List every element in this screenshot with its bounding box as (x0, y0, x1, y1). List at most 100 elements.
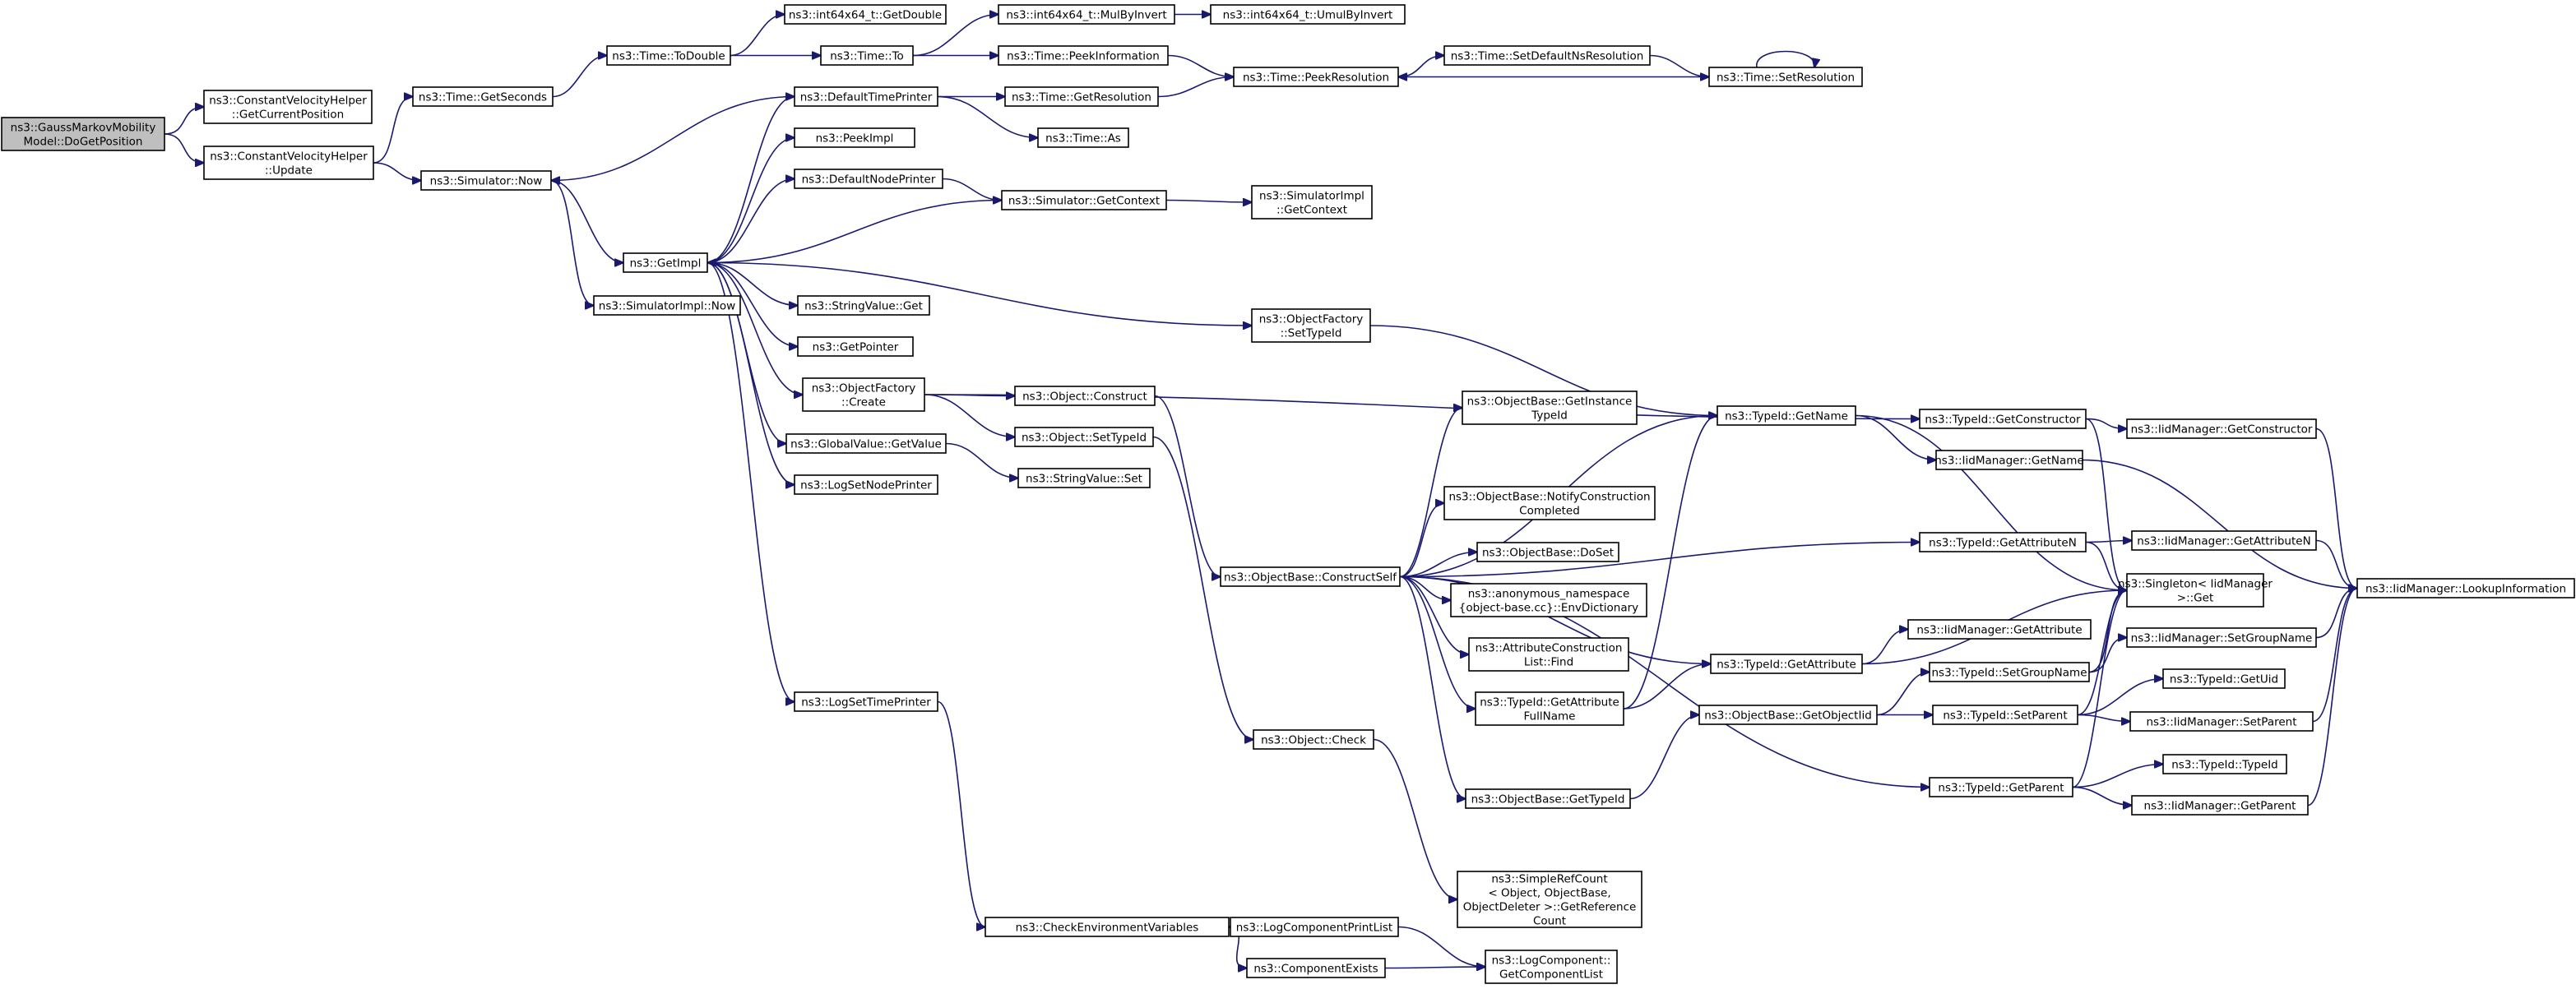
node-label: ns3::SimpleRefCount (1491, 873, 1607, 886)
call-edge-typeid_getname-to-iid_getname (1855, 414, 1936, 460)
node-box (1210, 4, 1406, 25)
node-logcomponentprintlist[interactable]: ns3::LogComponentPrintList (1230, 917, 1399, 937)
node-iid_getattribute[interactable]: ns3::IidManager::GetAttribute (1907, 619, 2092, 640)
node-of_settypeid[interactable]: ns3::ObjectFactory::SetTypeId (1251, 308, 1371, 343)
node-time_todouble[interactable]: ns3::Time::ToDouble (606, 45, 731, 66)
node-typeid_getattributen[interactable]: ns3::TypeId::GetAttributeN (1919, 532, 2087, 552)
node-iid_lookupinfo[interactable]: ns3::IidManager::LookupInformation (2356, 578, 2575, 598)
node-time_peekres[interactable]: ns3::Time::PeekResolution (1233, 67, 1399, 87)
node-time_to[interactable]: ns3::Time::To (820, 45, 914, 66)
node-obj_settypeid[interactable]: ns3::Object::SetTypeId (1014, 427, 1154, 447)
node-sim_getcontext[interactable]: ns3::Simulator::GetContext (1001, 190, 1167, 210)
call-edge-time_to-to-i64_mulbyinvert (912, 15, 998, 57)
node-peekimpl[interactable]: ns3::PeekImpl (794, 127, 915, 148)
edge-line (373, 97, 413, 164)
node-ob_notifyconstruction[interactable]: ns3::ObjectBase::NotifyConstructionCompl… (1443, 486, 1656, 520)
node-simimpl_getcontext[interactable]: ns3::SimulatorImpl::GetContext (1251, 185, 1373, 220)
node-time_as[interactable]: ns3::Time::As (1037, 127, 1129, 148)
node-typeid_typeid[interactable]: ns3::TypeId::TypeId (2162, 754, 2287, 774)
node-box (1932, 705, 2078, 725)
node-label: ns3::StringValue::Get (804, 300, 923, 313)
node-iid_getparent[interactable]: ns3::IidManager::GetParent (2131, 795, 2309, 816)
node-iid_getconstructor[interactable]: ns3::IidManager::GetConstructor (2126, 418, 2317, 439)
node-simplerefcount[interactable]: ns3::SimpleRefCount< Object, ObjectBase,… (1457, 871, 1642, 928)
node-typeid_getname[interactable]: ns3::TypeId::GetName (1717, 405, 1856, 426)
call-edge-typeid_setgroupname-to-iid_setgroupname (2088, 638, 2127, 673)
node-typeid_setparent[interactable]: ns3::TypeId::SetParent (1932, 705, 2078, 725)
node-default_time_printer[interactable]: ns3::DefaultTimePrinter (794, 86, 938, 107)
node-stringvalue_get[interactable]: ns3::StringValue::Get (797, 295, 930, 316)
node-box (606, 45, 731, 66)
node-label: ObjectDeleter >::GetReference (1463, 901, 1637, 914)
node-simimpl_now[interactable]: ns3::SimulatorImpl::Now (593, 295, 741, 316)
node-logsetnodeprinter[interactable]: ns3::LogSetNodePrinter (794, 474, 938, 495)
node-box (2131, 530, 2317, 551)
node-anon_envdict[interactable]: ns3::anonymous_namespace{object-base.cc}… (1450, 583, 1647, 617)
node-box (794, 86, 938, 107)
node-ob_gettypeid[interactable]: ns3::ObjectBase::GetTypeId (1465, 788, 1631, 809)
node-box (2129, 711, 2314, 732)
node-time_getseconds[interactable]: ns3::Time::GetSeconds (412, 86, 554, 107)
node-i64_getdouble[interactable]: ns3::int64x64_t::GetDouble (784, 4, 947, 25)
node-iid_getname[interactable]: ns3::IidManager::GetName (1934, 450, 2084, 470)
node-ob_doset[interactable]: ns3::ObjectBase::DoSet (1476, 542, 1619, 562)
call-edge-getimpl-to-getpointer (707, 261, 798, 347)
node-box (1919, 532, 2087, 552)
node-box (2126, 573, 2264, 608)
node-getimpl[interactable]: ns3::GetImpl (623, 252, 708, 273)
edge-line (1399, 543, 1920, 578)
node-box (203, 146, 374, 180)
edge-line (2312, 589, 2357, 723)
node-of_create[interactable]: ns3::ObjectFactory::Create (802, 377, 925, 412)
node-box (1443, 486, 1656, 520)
node-cvh_update[interactable]: ns3::ConstantVelocityHelper::Update (203, 146, 374, 180)
node-iid_setparent[interactable]: ns3::IidManager::SetParent (2129, 711, 2314, 732)
call-edge-root-to-cvh_getpos (164, 107, 204, 135)
node-singleton_get[interactable]: ns3::Singleton< IidManager>::Get (2118, 573, 2273, 608)
edge-line (164, 107, 204, 135)
node-time_setres[interactable]: ns3::Time::SetResolution (1708, 67, 1863, 87)
node-label: ns3::LogComponentPrintList (1236, 922, 1392, 935)
node-ob_constructself[interactable]: ns3::ObjectBase::ConstructSelf (1220, 566, 1401, 587)
node-iid_setgroupname[interactable]: ns3::IidManager::SetGroupName (2126, 627, 2317, 648)
node-ob_getobjectiid[interactable]: ns3::ObjectBase::GetObjectIid (1698, 705, 1878, 725)
node-componentexists[interactable]: ns3::ComponentExists (1246, 958, 1386, 978)
node-typeid_getuid[interactable]: ns3::TypeId::GetUid (2162, 668, 2286, 689)
node-cvh_getpos[interactable]: ns3::ConstantVelocityHelper::GetCurrentP… (203, 90, 373, 124)
node-box (2162, 668, 2286, 689)
node-typeid_getconstructor[interactable]: ns3::TypeId::GetConstructor (1919, 409, 2087, 429)
node-typeid_setgroupname[interactable]: ns3::TypeId::SetGroupName (1929, 662, 2090, 682)
node-box (2126, 418, 2317, 439)
node-checkenvvars[interactable]: ns3::CheckEnvironmentVariables (985, 917, 1230, 937)
node-stringvalue_set[interactable]: ns3::StringValue::Set (1017, 468, 1151, 488)
node-label: ns3::Simulator::Now (430, 175, 543, 188)
node-obj_construct[interactable]: ns3::Object::Construct (1014, 386, 1156, 406)
node-time_peekinfo[interactable]: ns3::Time::PeekInformation (998, 45, 1169, 66)
node-logcomponent_getlist[interactable]: ns3::LogComponent::GetComponentList (1485, 950, 1618, 984)
node-box (1037, 127, 1129, 148)
node-logsettimeprinter[interactable]: ns3::LogSetTimePrinter (794, 691, 938, 712)
node-iid_getattributen[interactable]: ns3::IidManager::GetAttributeN (2131, 530, 2317, 551)
node-root[interactable]: ns3::GaussMarkovMobilityModel::DoGetPosi… (1, 117, 165, 151)
node-sim_now[interactable]: ns3::Simulator::Now (420, 170, 552, 191)
node-obj_check[interactable]: ns3::Object::Check (1253, 729, 1374, 750)
node-time_setdefns[interactable]: ns3::Time::SetDefaultNsResolution (1443, 45, 1651, 66)
node-default_node_printer[interactable]: ns3::DefaultNodePrinter (794, 169, 943, 189)
node-time_getres[interactable]: ns3::Time::GetResolution (1004, 86, 1159, 107)
call-edge-typeid_getattribute-to-iid_getattribute (1861, 630, 1908, 665)
node-i64_mulbyinvert[interactable]: ns3::int64x64_t::MulByInvert (998, 4, 1175, 25)
edge-line (1876, 672, 1930, 716)
node-gv_getvalue[interactable]: ns3::GlobalValue::GetValue (785, 433, 947, 454)
node-typeid_getattribute[interactable]: ns3::TypeId::GetAttribute (1710, 654, 1863, 674)
node-label: ns3::TypeId::GetAttribute (1717, 659, 1856, 672)
node-i64_umulbyinvert[interactable]: ns3::int64x64_t::UmulByInvert (1210, 4, 1406, 25)
node-box (623, 252, 708, 273)
call-edge-typeid_setgroupname-to-singleton_get (2088, 590, 2127, 673)
node-label: {object-base.cc}::EnvDictionary (1459, 602, 1638, 615)
node-typeid_getparent[interactable]: ns3::TypeId::GetParent (1929, 777, 2073, 797)
node-label: Count (1533, 915, 1566, 928)
node-getpointer[interactable]: ns3::GetPointer (797, 336, 914, 357)
